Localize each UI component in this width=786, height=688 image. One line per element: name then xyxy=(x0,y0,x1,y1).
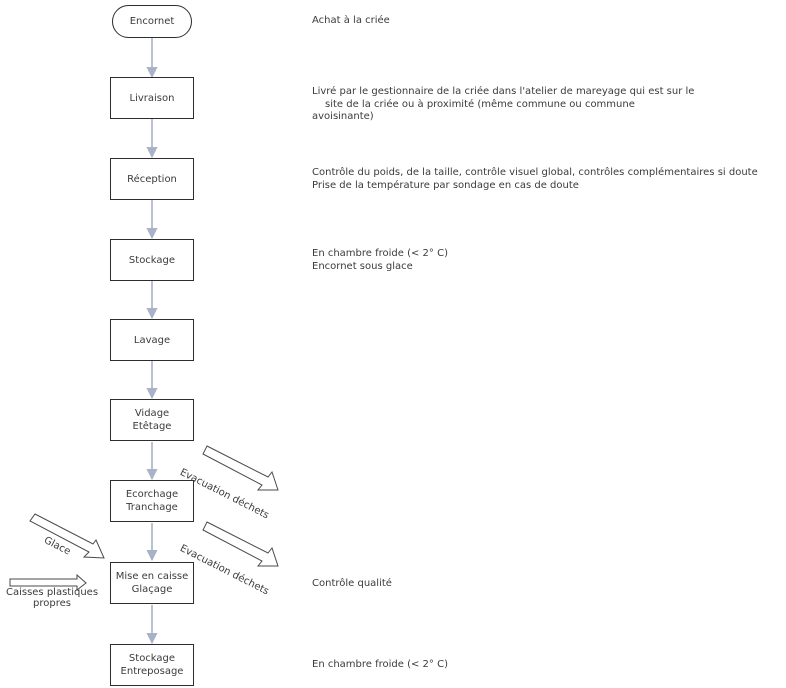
crates-label-line1: Caisses plastiques xyxy=(5,587,99,598)
step-reception: Réception xyxy=(110,158,194,200)
step-label: Encornet xyxy=(129,16,175,27)
note-stockage: En chambre froide (< 2° C) Encornet sous… xyxy=(312,248,448,273)
note-line: En chambre froide (< 2° C) xyxy=(312,659,448,670)
step-label-line1: Ecorchage xyxy=(125,489,179,500)
step-label-line1: Vidage xyxy=(134,408,170,419)
waste-output-arrow-2 xyxy=(202,521,279,567)
crates-label-line2: propres xyxy=(33,598,71,609)
step-stockage: Stockage xyxy=(110,239,194,281)
step-start-encornet: Encornet xyxy=(112,5,192,38)
note-livraison: Livré par le gestionnaire de la criée da… xyxy=(312,86,694,124)
note-line: Encornet sous glace xyxy=(312,260,413,272)
note-line: Contrôle du poids, de la taille, contrôl… xyxy=(312,167,758,178)
crates-input-arrow xyxy=(9,573,87,592)
step-stockage-entreposage: Stockage Entreposage xyxy=(110,644,194,686)
step-label-line1: Mise en caisse xyxy=(115,571,189,582)
note-line: Prise de la température par sondage en c… xyxy=(312,179,579,191)
step-label-line2: Entreposage xyxy=(120,666,184,677)
waste-output-arrow-1 xyxy=(202,445,279,491)
note-achat: Achat à la criée xyxy=(312,15,390,28)
step-label-line2: Tranchage xyxy=(126,502,178,513)
crates-label: Caisses plastiques propres xyxy=(2,587,102,609)
note-reception: Contrôle du poids, de la taille, contrôl… xyxy=(312,167,758,192)
ice-input-arrow xyxy=(29,513,105,559)
step-mise-en-caisse-glacage: Mise en caisse Glaçage xyxy=(110,562,194,604)
step-vidage-etetage: Vidage Etêtage xyxy=(110,399,194,441)
step-label-line2: Etêtage xyxy=(132,421,172,432)
note-line: Livré par le gestionnaire de la criée da… xyxy=(312,86,695,97)
note-controle-qualite: Contrôle qualité xyxy=(312,578,392,591)
step-label: Stockage xyxy=(128,254,176,266)
step-label-line2: Glaçage xyxy=(131,584,173,595)
note-line: En chambre froide (< 2° C) xyxy=(312,248,448,259)
note-line: avoisinante) xyxy=(312,111,374,122)
step-label: Réception xyxy=(127,173,177,185)
step-lavage: Lavage xyxy=(110,319,194,361)
note-line: site de la criée ou à proximité (même co… xyxy=(325,98,635,110)
note-line: Contrôle qualité xyxy=(312,578,392,589)
step-label-line1: Stockage xyxy=(128,653,176,664)
note-chambre-froide: En chambre froide (< 2° C) xyxy=(312,659,448,672)
step-ecorchage-tranchage: Ecorchage Tranchage xyxy=(110,480,194,522)
step-livraison: Livraison xyxy=(110,77,194,119)
step-label: Livraison xyxy=(129,92,175,104)
note-line: Achat à la criée xyxy=(312,15,390,26)
step-label: Lavage xyxy=(133,334,171,346)
